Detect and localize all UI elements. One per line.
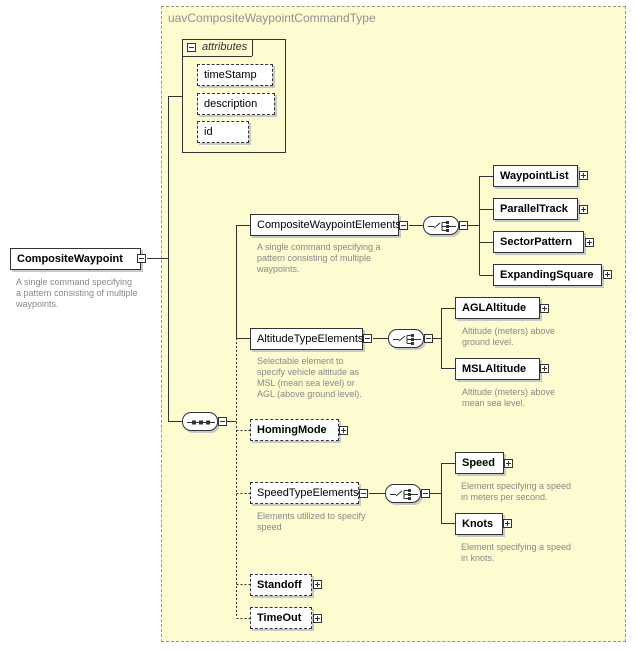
homing-mode-element[interactable]: HomingMode: [250, 419, 339, 441]
expand-icon[interactable]: [540, 304, 549, 313]
attribute-description[interactable]: description: [197, 93, 275, 115]
choice-2-collapse-icon[interactable]: [424, 334, 433, 343]
expand-icon[interactable]: [339, 426, 348, 435]
expand-icon[interactable]: [585, 238, 594, 247]
speed-type-elements-description: Elements utilized to specify speed: [257, 511, 366, 532]
choice-1-collapse-icon[interactable]: [459, 221, 468, 230]
attributes-collapse-icon[interactable]: [187, 43, 196, 52]
composite-waypoint-elements-collapse-icon[interactable]: [399, 221, 408, 230]
composite-waypoint-elements[interactable]: CompositeWaypointElements: [250, 214, 401, 236]
expand-icon[interactable]: [503, 519, 512, 528]
composite-waypoint-elements-description: A single command specifying a pattern co…: [257, 242, 381, 274]
choice-compositor-3[interactable]: [385, 484, 421, 503]
standoff-element[interactable]: Standoff: [250, 574, 312, 596]
altitude-type-elements-collapse-icon[interactable]: [363, 334, 372, 343]
knots-description: Element specifying a speed in knots.: [461, 542, 572, 563]
speed-element[interactable]: Speed: [455, 452, 504, 474]
choice-3-collapse-icon[interactable]: [421, 489, 430, 498]
collapse-icon[interactable]: [137, 254, 146, 263]
sequence-compositor[interactable]: [182, 412, 218, 431]
choice-icon: [390, 489, 418, 500]
timeout-element[interactable]: TimeOut: [250, 607, 312, 629]
sequence-collapse-icon[interactable]: [218, 417, 227, 426]
complex-type-title: uavCompositeWaypointCommandType: [168, 11, 376, 25]
altitude-type-elements[interactable]: AltitudeTypeElements: [250, 328, 363, 350]
attributes-title: attributes: [202, 41, 248, 53]
parallel-track-element[interactable]: ParallelTrack: [493, 198, 578, 220]
expand-icon[interactable]: [540, 364, 549, 373]
altitude-type-elements-description: Selectable element to specify vehicle al…: [257, 356, 362, 399]
expand-icon[interactable]: [579, 171, 588, 180]
expanding-square-element[interactable]: ExpandingSquare: [493, 264, 602, 286]
agl-altitude-element[interactable]: AGLAltitude: [455, 297, 540, 319]
choice-icon: [393, 334, 421, 345]
expand-icon[interactable]: [504, 459, 513, 468]
speed-type-elements[interactable]: SpeedTypeElements: [250, 482, 359, 504]
msl-altitude-element[interactable]: MSLAltitude: [455, 358, 540, 380]
choice-compositor-1[interactable]: [423, 216, 459, 235]
msl-altitude-description: Altitude (meters) above mean sea level.: [462, 387, 556, 408]
knots-element[interactable]: Knots: [455, 513, 503, 535]
speed-type-elements-collapse-icon[interactable]: [359, 489, 368, 498]
choice-icon: [428, 221, 456, 232]
expand-icon[interactable]: [313, 580, 322, 589]
composite-waypoint-element[interactable]: CompositeWaypoint: [10, 248, 141, 270]
speed-description: Element specifying a speed in meters per…: [461, 481, 572, 502]
expand-icon[interactable]: [313, 614, 322, 623]
sector-pattern-element[interactable]: SectorPattern: [493, 231, 584, 253]
attribute-timestamp[interactable]: timeStamp: [197, 64, 273, 86]
sequence-icon: [187, 420, 215, 425]
waypoint-list-element[interactable]: WaypointList: [493, 165, 578, 187]
attribute-id[interactable]: id: [197, 121, 249, 143]
choice-compositor-2[interactable]: [388, 329, 424, 348]
agl-altitude-description: Altitude (meters) above ground level.: [462, 326, 556, 347]
expand-icon[interactable]: [603, 270, 612, 279]
expand-icon[interactable]: [579, 205, 588, 214]
